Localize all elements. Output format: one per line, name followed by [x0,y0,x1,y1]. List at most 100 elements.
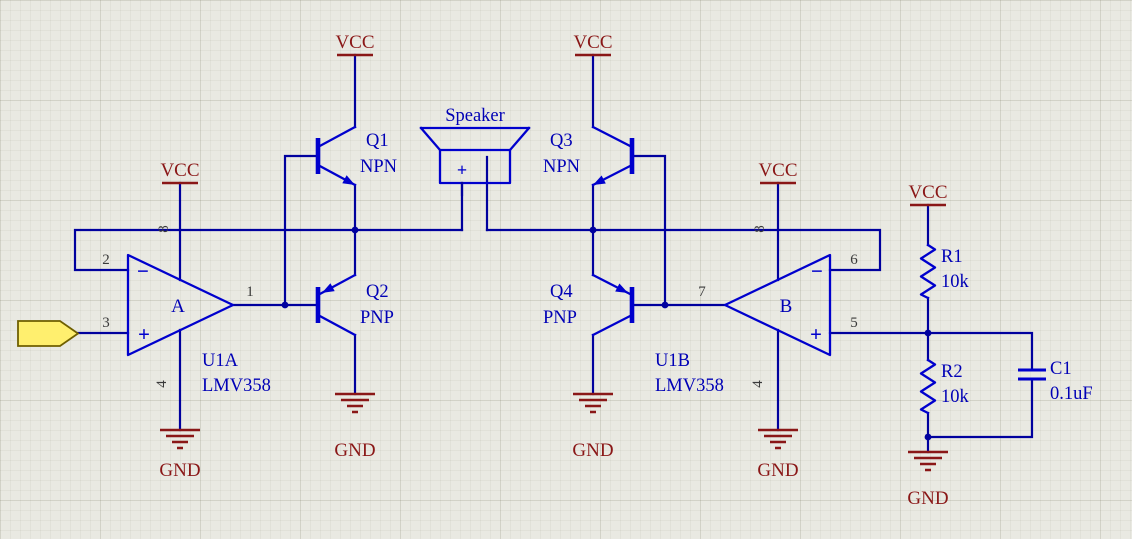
wire-bases-right[interactable] [630,154,667,307]
emitter-arrow-icon [615,283,628,293]
gnd-power-port-q2[interactable]: GND [334,392,376,461]
gnd-label: GND [572,440,613,461]
resistor-zigzag [919,243,937,300]
wire-feedback-right[interactable] [485,228,882,272]
emitter-arrow-icon [593,175,606,185]
gnd-bars-icon [335,392,375,414]
collector-emitter-leads [591,273,634,337]
opamp-triangle [723,253,832,357]
speaker-body [438,148,512,185]
gnd-label: GND [757,460,798,481]
junction-dot [281,301,289,309]
pin-number-vpos: 8 [156,225,172,233]
collector-emitter-leads [591,125,634,187]
gnd-power-port-u1a[interactable]: GND [159,428,201,481]
transistor-type: NPN [543,157,580,177]
input-port[interactable] [17,320,80,347]
designator: R2 [941,362,963,382]
transistor-type: PNP [360,308,394,328]
vcc-power-port-r1[interactable]: VCC [908,182,948,207]
pin-number-out: 7 [698,284,706,300]
gate-label: B [780,296,793,317]
pin-number-vpos: 8 [752,225,768,233]
noninverting-input-sign: + [810,322,822,346]
designator: Q2 [366,282,389,302]
pin-number-nin: 3 [102,315,110,331]
gate-label: A [171,296,185,317]
pin-number-inv: 6 [850,252,858,268]
resistor-r1[interactable]: R1 10k [919,243,970,300]
speaker-symbol[interactable]: Speaker + [419,106,531,197]
designator: U1A [202,351,239,371]
vcc-label: VCC [758,160,797,181]
transistor-q3[interactable]: Q3 NPN [543,125,635,187]
speaker-plus-mark: + [457,160,467,180]
gnd-power-port-u1b[interactable]: GND [757,428,799,481]
gnd-label: GND [159,460,200,481]
inverting-input-sign: − [137,259,149,283]
designator: R1 [941,247,963,267]
pin-number-vneg: 4 [750,380,766,388]
pin-number-inv: 2 [102,252,110,268]
capacitor-c1[interactable]: C1 0.1uF [1018,359,1093,404]
transistor-type: PNP [543,308,577,328]
gnd-bars-icon [160,428,200,450]
junction-dot [661,301,669,309]
value: 0.1uF [1050,384,1093,404]
pin-number-vneg: 4 [154,380,170,388]
gnd-label: GND [907,488,948,509]
designator: U1B [655,351,690,371]
part-number: LMV358 [655,376,724,396]
value: 10k [941,272,970,292]
speaker-horn [419,126,531,152]
vcc-label: VCC [573,32,612,53]
transistor-q2[interactable]: Q2 PNP [315,273,394,337]
gnd-bars-icon [573,392,613,414]
gnd-power-port-q4[interactable]: GND [572,392,614,461]
junction-dot [924,433,932,441]
inverting-input-sign: − [811,259,823,283]
designator: Q4 [550,282,573,302]
gnd-bars-icon [908,450,948,472]
resistor-zigzag [919,358,937,415]
emitter-arrow-icon [342,175,355,185]
vcc-power-port-u1b[interactable]: VCC [758,160,798,185]
wire-pin5-net[interactable] [828,331,1034,372]
junction-dot [924,329,932,337]
pin-number-out: 1 [246,284,254,300]
designator: C1 [1050,359,1072,379]
transistor-type: NPN [360,157,397,177]
transistor-q4[interactable]: Q4 PNP [543,273,635,337]
input-port-shape [17,320,80,347]
junction-dot [351,226,359,234]
vcc-label: VCC [335,32,374,53]
designator: Q3 [550,131,573,151]
gnd-power-port-r2[interactable]: GND [907,450,949,509]
wire-feedback-left[interactable] [73,228,464,272]
junction-dot [589,226,597,234]
gnd-label: GND [334,440,375,461]
opamp-u1a[interactable]: − + A U1A LMV358 2 3 1 8 4 [102,225,271,396]
designator: Q1 [366,131,389,151]
opamp-u1b[interactable]: − + B U1B LMV358 6 5 7 8 4 [655,225,858,396]
wire-bases-left[interactable] [283,154,320,307]
part-number: LMV358 [202,376,271,396]
vcc-power-port-q1[interactable]: VCC [335,32,375,57]
collector-emitter-leads [316,125,357,187]
pin-number-nin: 5 [850,315,858,331]
speaker-label: Speaker [445,106,505,126]
noninverting-input-sign: + [138,322,150,346]
resistor-r2[interactable]: R2 10k [919,358,970,415]
vcc-power-port-q3[interactable]: VCC [573,32,613,57]
vcc-power-port-u1a[interactable]: VCC [160,160,200,185]
wires [73,53,1034,454]
gnd-bars-icon [758,428,798,450]
transistor-q1[interactable]: Q1 NPN [315,125,397,187]
vcc-label: VCC [908,182,947,203]
vcc-label: VCC [160,160,199,181]
collector-emitter-leads [316,273,357,337]
opamp-triangle [126,253,235,357]
wire-c1-bottom[interactable] [926,377,1034,439]
